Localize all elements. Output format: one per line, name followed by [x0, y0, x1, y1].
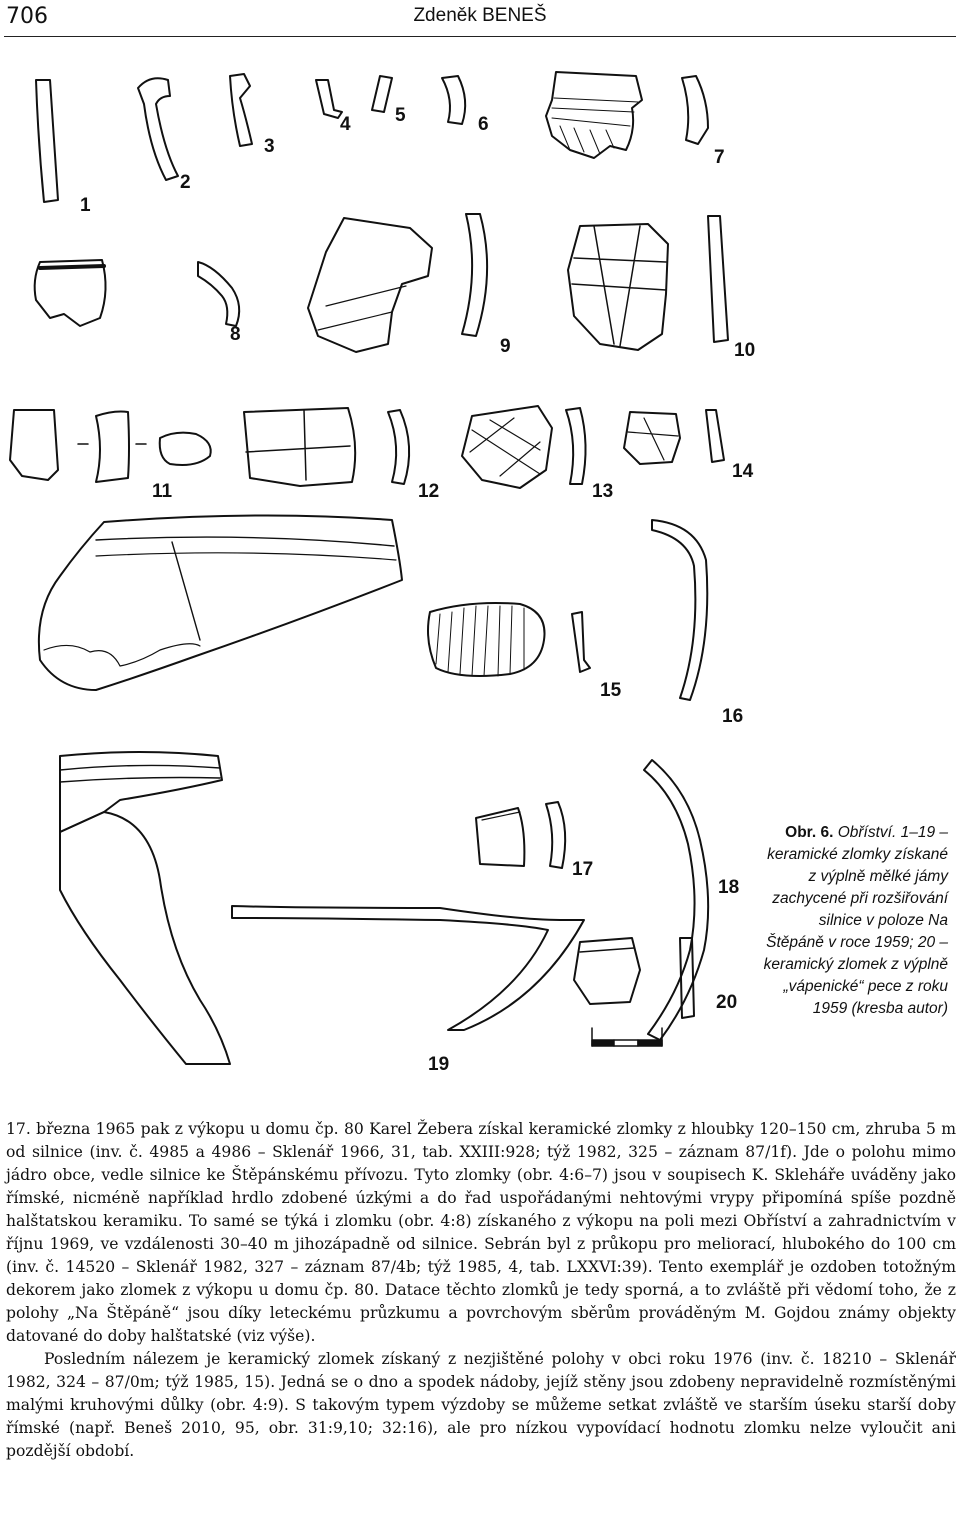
sherd-18-profile — [643, 759, 710, 1041]
sherd-12-drawing — [243, 407, 357, 487]
caption-text: Obříství. 1–19 – keramické zlomky získan… — [763, 824, 948, 1017]
sherd-15-profile — [571, 611, 591, 673]
figure-label-12: 12 — [418, 481, 440, 502]
sherd-6-drawing — [441, 75, 467, 125]
figure-label-13: 13 — [592, 481, 614, 502]
figure-label-19: 19 — [428, 1054, 450, 1075]
paragraph-1: 17. března 1965 pak z výkopu u domu čp. … — [6, 1120, 956, 1345]
sherd-9-profile — [461, 213, 489, 337]
page-header: 706 Zdeněk BENEŠ — [0, 0, 960, 37]
sherd-16-profile — [651, 519, 709, 701]
sherd-14-profile — [705, 409, 725, 463]
sherd-17-profile — [545, 801, 567, 869]
figure-label-2: 2 — [180, 172, 191, 193]
figure-label-18: 18 — [718, 877, 740, 898]
body-text: 17. března 1965 pak z výkopu u domu čp. … — [6, 1118, 956, 1463]
figure-label-7: 7 — [714, 147, 725, 168]
page-number: 706 — [6, 4, 48, 29]
figure-label-14: 14 — [732, 461, 754, 482]
sherd-9-drawing — [307, 217, 433, 353]
sherd-19-profile — [231, 905, 585, 1031]
paragraph-2: Posledním nálezem je keramický zlomek zí… — [6, 1350, 956, 1460]
header-rule — [4, 36, 956, 37]
sherd-17-drawing — [475, 807, 526, 867]
figure-label-9: 9 — [500, 336, 511, 357]
figure-label-1: 1 — [80, 195, 91, 216]
figure-label-11: 11 — [152, 481, 173, 502]
figure-label-8: 8 — [230, 324, 241, 345]
sherd-3-drawing — [229, 73, 253, 147]
sherd-8-drawing — [33, 259, 107, 327]
sherd-14-drawing — [623, 411, 681, 465]
sherd-11-drawing — [9, 409, 212, 483]
figure-label-16: 16 — [722, 706, 744, 727]
sherd-10-drawing — [567, 223, 669, 351]
sherd-12-profile — [387, 409, 411, 485]
sherd-4-drawing — [315, 79, 343, 119]
figure-label-4: 4 — [340, 114, 351, 135]
figure-label-5: 5 — [395, 105, 406, 126]
sherd-13-profile — [565, 407, 587, 485]
sherd-10-profile — [707, 215, 729, 343]
figure-label-20: 20 — [716, 992, 738, 1013]
caption-prefix: Obr. 6. — [785, 824, 834, 841]
sherd-15-detail — [427, 602, 546, 677]
figure-label-6: 6 — [478, 114, 489, 135]
sherd-7-profile — [681, 75, 709, 145]
sherd-15-drawing — [37, 514, 403, 691]
sherd-2-drawing — [137, 77, 179, 181]
figure-label-3: 3 — [264, 136, 275, 157]
figure-plate — [9, 71, 729, 1065]
sherd-20-profile — [679, 937, 695, 1019]
sherd-20-drawing — [573, 937, 641, 1005]
sherd-7-drawing — [545, 71, 643, 159]
scale-bar — [591, 1027, 663, 1047]
sherd-13-drawing — [461, 405, 553, 489]
figure-label-17: 17 — [572, 859, 594, 880]
sherd-8-profile — [197, 261, 241, 327]
sherd-19-drawing — [59, 751, 231, 1065]
running-head-author: Zdeněk BENEŠ — [413, 5, 547, 26]
sherd-5-drawing — [371, 75, 393, 113]
figure-label-15: 15 — [600, 680, 622, 701]
figure-caption: Obr. 6. Obříství. 1–19 – keramické zlomk… — [762, 822, 948, 1020]
figure-label-10: 10 — [734, 340, 756, 361]
sherd-1-drawing — [35, 79, 59, 203]
